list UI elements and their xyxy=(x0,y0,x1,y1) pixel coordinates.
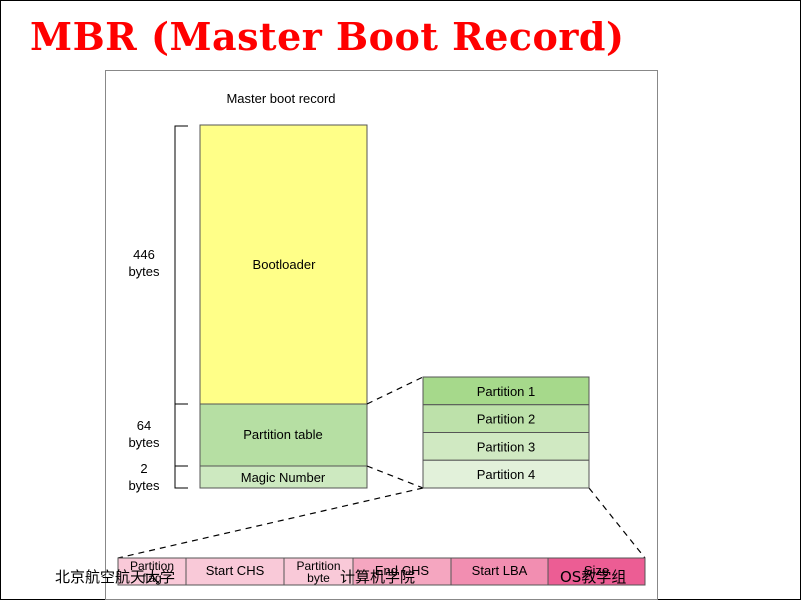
partition-list: Partition 1 Partition 2 Partition 3 Partiti… xyxy=(422,376,590,489)
magic-number-label: Magic Number xyxy=(241,470,326,485)
partition-1-box xyxy=(422,376,590,406)
connector-lines xyxy=(117,376,646,559)
partition-1-label: Partition 1 xyxy=(477,384,536,399)
magic-number-block xyxy=(199,465,368,489)
diagram-heading: Master boot record xyxy=(226,91,335,106)
entry-field-3-label-line1: Partition xyxy=(296,559,340,573)
partition-table-bracket xyxy=(174,403,188,467)
entry-field-3-label-line2: byte xyxy=(307,571,330,585)
entry-field-6-label: Size xyxy=(584,563,609,578)
footer-group: OS教学组 xyxy=(560,568,627,586)
size-brackets xyxy=(174,125,188,489)
partition-3-box xyxy=(422,432,590,461)
entry-field-1-label-line2: flag xyxy=(142,571,161,585)
bootloader-label: Bootloader xyxy=(253,257,317,272)
entry-field-5-box xyxy=(450,557,549,586)
entry-field-4-box xyxy=(352,557,452,586)
connector-entry-left xyxy=(117,487,424,559)
bootloader-size-unit: bytes xyxy=(128,264,160,279)
connector-top xyxy=(366,376,424,405)
entry-field-3-box xyxy=(283,557,354,586)
partition-table-size-value: 64 xyxy=(137,418,151,433)
entry-field-4-label: End CHS xyxy=(375,563,430,578)
footer-school: 计算机学院 xyxy=(340,568,416,586)
figure-frame xyxy=(105,70,658,600)
bootloader-block xyxy=(199,124,368,405)
footer-university: 北京航空航天大学 xyxy=(55,568,176,586)
connector-bottom xyxy=(366,465,424,489)
bootloader-bracket xyxy=(174,125,188,405)
entry-field-2-box xyxy=(185,557,285,586)
magic-number-bracket xyxy=(174,465,188,489)
partition-4-label: Partition 4 xyxy=(477,467,536,482)
partition-table-block xyxy=(199,403,368,467)
partition-table-size-unit: bytes xyxy=(128,435,160,450)
magic-number-size-unit: bytes xyxy=(128,478,160,493)
entry-field-6-box xyxy=(547,557,646,586)
partition-3-label: Partition 3 xyxy=(477,439,536,454)
partition-4-box xyxy=(422,459,590,489)
connector-entry-right xyxy=(588,487,646,559)
slide-title: MBR (Master Boot Record) xyxy=(30,14,625,59)
entry-field-2-label: Start CHS xyxy=(206,563,265,578)
entry-field-1-label-line1: Partition xyxy=(130,559,174,573)
partition-2-box xyxy=(422,404,590,433)
entry-field-1-box xyxy=(117,557,187,586)
entry-field-5-label: Start LBA xyxy=(472,563,528,578)
partition-table-label: Partition table xyxy=(243,427,323,442)
magic-number-size-value: 2 xyxy=(140,461,147,476)
bootloader-size-value: 446 xyxy=(133,247,155,262)
partition-2-label: Partition 2 xyxy=(477,412,536,427)
